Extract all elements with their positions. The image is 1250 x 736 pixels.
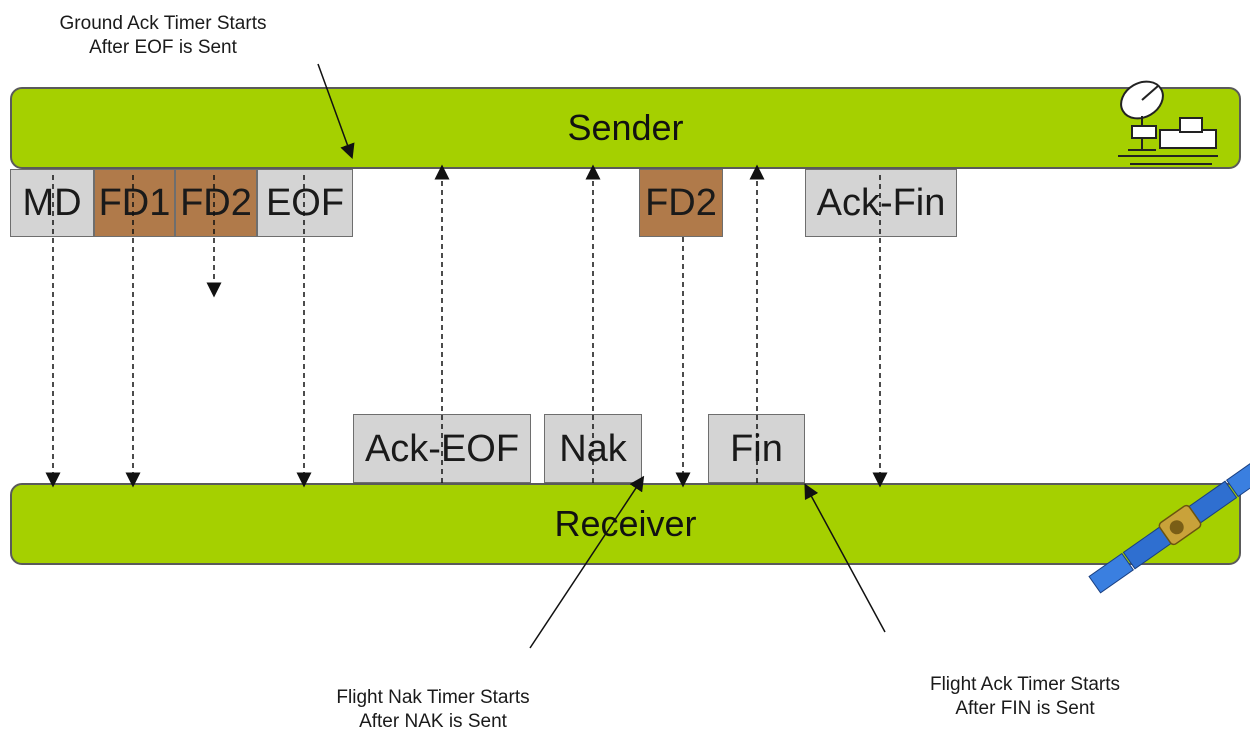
satellite-icon [1088, 456, 1250, 594]
pointer-ground-ack [317, 63, 355, 160]
note-ground-ack: Ground Ack Timer Starts After EOF is Sen… [28, 12, 298, 60]
note-flight-nak-line1: Flight Nak Timer Starts [336, 687, 530, 708]
receiver-bar: Receiver [10, 483, 1241, 565]
note-flight-nak-line2: After NAK is Sent [359, 711, 507, 732]
note-flight-nak: Flight Nak Timer Starts After NAK is Sen… [298, 686, 568, 734]
note-flight-ack: Flight Ack Timer Starts After FIN is Sen… [890, 673, 1160, 721]
packet-fd2: FD2 [175, 169, 257, 237]
sender-label: Sender [567, 107, 684, 148]
packet-eof: EOF [257, 169, 353, 237]
pointer-flight-ack [804, 483, 886, 633]
sender-bar: Sender [10, 87, 1241, 169]
receiver-label: Receiver [554, 503, 697, 544]
note-flight-ack-line1: Flight Ack Timer Starts [929, 674, 1121, 695]
pointer-flight-nak [529, 475, 645, 649]
note-ground-ack-line2: After EOF is Sent [89, 37, 237, 58]
packet-fd1: FD1 [94, 169, 175, 237]
packet-md: MD [10, 169, 94, 237]
note-flight-ack-line2: After FIN is Sent [955, 698, 1095, 719]
ground-station-icon [1118, 80, 1218, 165]
packet-fd2-retransmit: FD2 [639, 169, 723, 237]
note-ground-ack-line1: Ground Ack Timer Starts [59, 13, 267, 34]
packet-ack-fin: Ack-Fin [805, 169, 957, 237]
